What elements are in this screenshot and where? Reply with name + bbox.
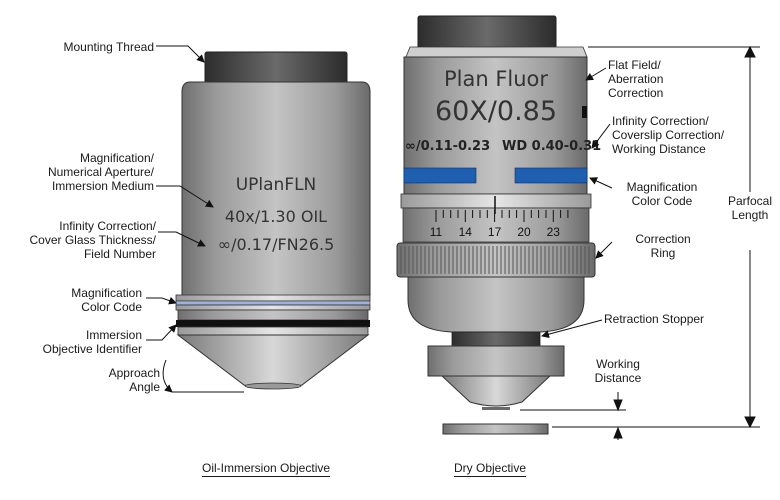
dry-front-cone [440, 375, 552, 407]
scale-number: 17 [488, 225, 502, 239]
label-line: Color Code [81, 300, 142, 314]
label-line: Approach [108, 366, 160, 380]
label-flat-field: Flat Field/ Aberration Correction [608, 58, 728, 100]
label-line: Distance [594, 371, 642, 385]
dry-nose [427, 345, 565, 377]
label-approach-angle: Approach Angle [70, 366, 160, 394]
parfocal-dimension [552, 45, 760, 429]
dry-engraving-mark [582, 106, 587, 118]
dry-lower-barrel [407, 276, 585, 333]
label-mag-na-medium: Magnification/ Numerical Aperture/ Immer… [20, 151, 154, 193]
oil-front-lens [244, 382, 302, 390]
label-line: Aberration [608, 72, 664, 86]
label-line: Color Code [631, 194, 693, 208]
oil-immersion-band [176, 320, 370, 327]
label-retraction-stopper: Retraction Stopper [604, 312, 705, 326]
dry-scale-band [402, 207, 590, 243]
label-mounting-thread: Mounting Thread [63, 40, 154, 54]
dry-engraving-model: Plan Fluor [444, 67, 548, 91]
label-infinity-coverslip-wd: Infinity Correction/ Coverslip Correctio… [612, 114, 752, 156]
dry-front-lens [482, 407, 510, 410]
label-immersion-identifier: Immersion Objective Identifier [14, 328, 142, 356]
label-line: Numerical Aperture/ [47, 165, 154, 179]
dry-scale-ticks [435, 210, 569, 222]
scale-number: 23 [547, 225, 561, 239]
oil-mounting-thread [204, 51, 348, 85]
dry-engraving-mag-na: 60X/0.85 [435, 96, 557, 127]
oil-engraving-model: UPlanFLN [236, 175, 317, 195]
label-working-distance: Working Distance [578, 357, 658, 385]
dry-color-band-right [514, 167, 588, 184]
label-line: Working [596, 357, 640, 371]
scale-number: 14 [459, 225, 473, 239]
label-line: Immersion [85, 328, 142, 342]
label-line: Coverslip Correction/ [612, 128, 725, 142]
oil-engraving-mag-na: 40x/1.30 OIL [225, 207, 327, 226]
label-line: Field Number [83, 247, 156, 261]
oil-leader-lines [146, 45, 244, 393]
oil-objective-body [175, 51, 371, 390]
dry-specimen-slide [442, 423, 549, 435]
label-line: Correction [635, 232, 691, 246]
caption-oil-immersion: Oil-Immersion Objective [202, 461, 331, 477]
dry-scale-ring [400, 193, 592, 209]
oil-front-cone [176, 334, 370, 389]
label-line: Magnification [626, 180, 698, 194]
label-line: Angle [129, 380, 160, 394]
oil-color-band [175, 300, 371, 306]
label-line: Parfocal [727, 194, 773, 208]
label-line: Infinity Correction/ [59, 219, 156, 233]
oil-collar [177, 309, 369, 321]
oil-ring-mid [175, 304, 371, 311]
label-line: Correction [608, 86, 664, 100]
scale-number: 11 [430, 225, 443, 239]
dry-engraving-coverslip: ∞/0.11-0.23 [405, 139, 490, 154]
dry-leader-lines [541, 67, 613, 339]
scale-number: 20 [517, 225, 531, 239]
label-line: Magnification/ [79, 151, 154, 165]
dry-retraction-stopper [451, 331, 541, 347]
working-distance-dimension [520, 392, 626, 440]
dry-color-band-left [403, 167, 477, 184]
dry-scale-numbers: 11 14 17 20 23 [430, 225, 561, 239]
label-line: Immersion Medium [51, 179, 154, 193]
label-line: Cover Glass Thickness/ [29, 233, 157, 247]
caption-dry: Dry Objective [454, 461, 527, 477]
dry-engraving-wd: WD 0.40-0.31 [502, 139, 601, 154]
label-line: Magnification [71, 286, 142, 300]
label-oil-mag-color-code: Magnification Color Code [30, 286, 142, 314]
oil-nose-top [177, 326, 369, 336]
dry-mounting-thread [417, 15, 557, 51]
label-line: Ring [650, 246, 676, 260]
dry-shoulder [405, 46, 588, 58]
label-dry-mag-color-code: Magnification Color Code [610, 180, 714, 208]
oil-engraving-thickness: ∞/0.17/FN26.5 [218, 235, 335, 254]
label-line: Working Distance [612, 142, 706, 156]
oil-ring-upper [175, 294, 371, 302]
label-line: Flat Field/ [608, 58, 661, 72]
label-line: Infinity Correction/ [612, 114, 709, 128]
label-infinity-cover-fn: Infinity Correction/ Cover Glass Thickne… [6, 219, 157, 261]
label-line: Objective Identifier [42, 342, 142, 356]
dry-knurl-pattern [400, 246, 590, 274]
dry-objective-body [396, 15, 596, 435]
label-correction-ring: Correction Ring [608, 232, 718, 260]
label-parfocal-length: Parfocal Length [712, 194, 780, 222]
label-line: Length [731, 208, 769, 222]
